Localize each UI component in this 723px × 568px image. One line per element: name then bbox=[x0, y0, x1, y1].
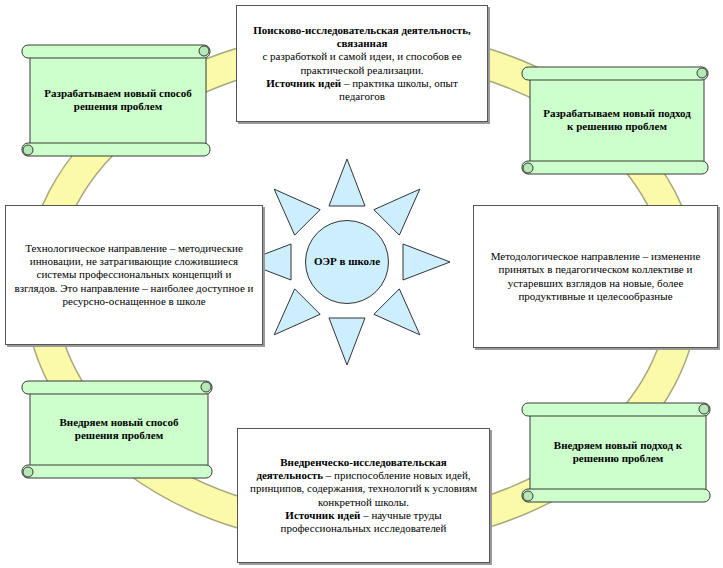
sun-ray bbox=[329, 318, 365, 365]
scroll-part bbox=[23, 145, 33, 155]
sun-rays bbox=[244, 159, 450, 365]
paragraph: Разрабатываем новый способ решения пробл… bbox=[40, 87, 196, 113]
text-box: Внедренческо-исследовательская деятельно… bbox=[237, 428, 490, 563]
scroll-part bbox=[30, 52, 206, 150]
scroll-part bbox=[522, 67, 708, 80]
center-circle: ОЭР в школе bbox=[305, 220, 389, 304]
scroll-banner: Разрабатываем новый подход к решению про… bbox=[518, 64, 712, 178]
node-text: – практика школы, опыт педагогов bbox=[339, 77, 458, 102]
node-text: Внедряем новый подход к решению проблем bbox=[554, 439, 682, 464]
scroll-part bbox=[22, 381, 212, 394]
paragraph: Технологическое направление – методическ… bbox=[14, 242, 254, 308]
node-text: с разработкой и самой идеи, и способов е… bbox=[262, 50, 461, 75]
scroll-part bbox=[30, 388, 208, 472]
sun-ray bbox=[274, 189, 320, 235]
sun-ray bbox=[274, 289, 320, 335]
scroll-part bbox=[697, 68, 707, 78]
node-text: Разрабатываем новый подход к решению про… bbox=[543, 107, 691, 132]
sun-ray bbox=[374, 189, 420, 235]
text-box: Поисково-исследовательская деятельность,… bbox=[236, 5, 488, 122]
node-text: Внедряем новый способ решения проблем bbox=[60, 416, 179, 441]
scroll-banner: Внедряем новый способ решения проблем bbox=[18, 378, 216, 482]
text-box: Технологическое направление – методическ… bbox=[5, 205, 263, 345]
paragraph: Разрабатываем новый подход к решению про… bbox=[540, 107, 694, 133]
scroll-part bbox=[523, 491, 533, 501]
scroll-part bbox=[522, 161, 708, 174]
node-text: Разрабатываем новый способ решения пробл… bbox=[44, 87, 191, 112]
paragraph: Внедряем новый подход к решению проблем bbox=[540, 439, 696, 465]
scroll-part bbox=[522, 489, 710, 502]
scroll-part bbox=[522, 403, 710, 416]
text-box: Методологическое направление – изменение… bbox=[473, 205, 718, 348]
scroll-part bbox=[22, 143, 210, 156]
sun-ray bbox=[329, 159, 365, 206]
scroll-banner: Внедряем новый подход к решению проблем bbox=[518, 400, 714, 506]
scroll-part bbox=[22, 465, 212, 478]
paragraph: ОЭР в школе bbox=[314, 255, 380, 268]
node-text: Источник идей bbox=[285, 509, 360, 521]
sun-ray bbox=[403, 244, 450, 280]
node-text: Поисково-исследовательская деятельность,… bbox=[253, 24, 471, 49]
paragraph: Поисково-исследовательская деятельность,… bbox=[245, 24, 479, 50]
node-text: Технологическое направление – методическ… bbox=[15, 242, 254, 307]
paragraph: Внедренческо-исследовательская деятельно… bbox=[246, 456, 481, 509]
scroll-part bbox=[201, 382, 211, 392]
paragraph: Внедряем новый способ решения проблем bbox=[40, 416, 198, 442]
scroll-banner: Разрабатываем новый способ решения пробл… bbox=[18, 42, 214, 160]
scroll-part bbox=[530, 410, 706, 496]
paragraph: Источник идей– научные труды профессиона… bbox=[246, 509, 481, 535]
node-text: ОЭР в школе bbox=[314, 255, 380, 267]
scroll-part bbox=[199, 46, 209, 56]
scroll-part bbox=[530, 74, 704, 168]
scroll-part bbox=[699, 404, 709, 414]
paragraph: с разработкой и самой идеи, и способов е… bbox=[245, 50, 479, 76]
scroll-part bbox=[22, 45, 210, 58]
paragraph: Источник идей– практика школы, опыт педа… bbox=[245, 77, 479, 103]
node-text: Методологическое направление – изменение… bbox=[491, 250, 701, 302]
paragraph: Методологическое направление – изменение… bbox=[482, 250, 709, 303]
sun-ray bbox=[374, 289, 420, 335]
node-text: Источник идей bbox=[266, 77, 341, 89]
scroll-part bbox=[23, 467, 33, 477]
scroll-part bbox=[523, 163, 533, 173]
